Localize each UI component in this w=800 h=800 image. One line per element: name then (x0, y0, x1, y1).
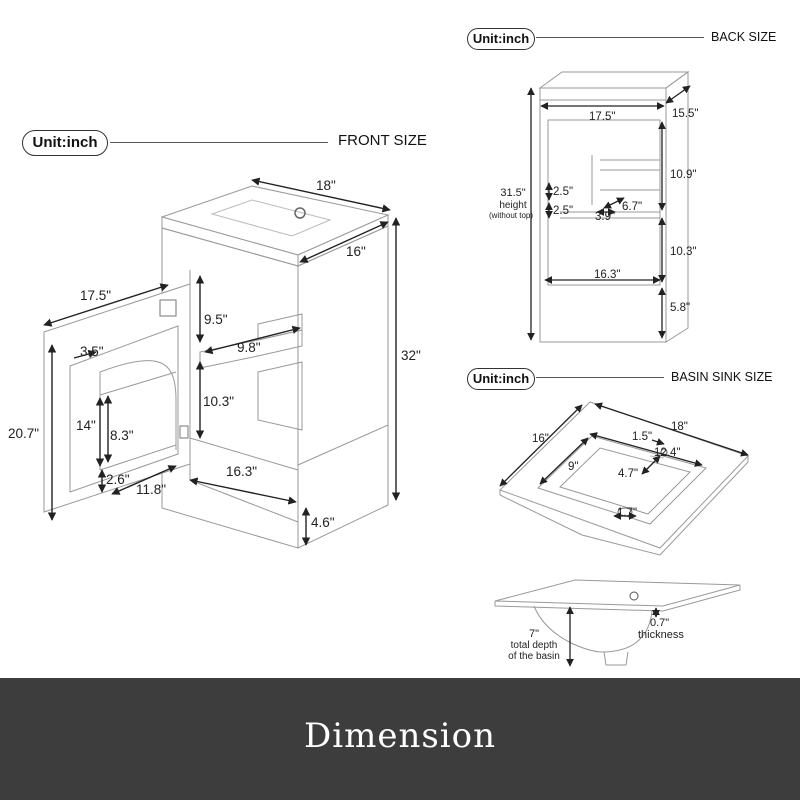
basin-total-depth-value: 7" (529, 628, 539, 640)
basin-top-dimension-lines (499, 402, 749, 520)
back-inner-width: 16.3" (594, 269, 620, 281)
front-inner-width: 16.3" (226, 464, 257, 479)
basin-total-depth-line2: of the basin (508, 651, 560, 662)
banner-title: Dimension (303, 716, 497, 756)
dimension-drawings: 18" 16" 32" 17.5" 20.7" 9.5" 9.8" 10.3" … (8, 71, 749, 667)
back-title: BACK SIZE (711, 30, 777, 44)
front-top-width: 18" (316, 178, 336, 193)
basin-side-drawing (494, 579, 741, 666)
front-lower-open: 10.3" (203, 394, 234, 409)
front-door-inner-height: 14" (76, 418, 96, 433)
basin-top-dimension-labels: 18" 16" 1.5" 12.4" 9" 4.7" 1.7" (532, 421, 688, 519)
basin-rim: 1.5" (632, 431, 652, 443)
front-cabinet-drawing (43, 185, 390, 549)
basin-unit-label: Unit:inch (467, 368, 535, 390)
back-unit-label: Unit:inch (467, 28, 535, 50)
back-base: 5.8" (670, 302, 690, 314)
front-shelf-depth: 9.8" (237, 340, 261, 355)
front-height: 32" (401, 348, 421, 363)
basin-width: 18" (671, 421, 688, 433)
front-dimension-labels: 18" 16" 32" 17.5" 20.7" 9.5" 9.8" 10.3" … (8, 178, 421, 530)
back-upper: 10.9" (670, 169, 696, 181)
back-header-line (536, 37, 704, 38)
back-rail-d: 6.7" (622, 201, 642, 213)
diagram-stage: Unit:inch FRONT SIZE Unit:inch BACK SIZE… (8, 28, 777, 667)
back-rail-a: 2.5" (553, 186, 573, 198)
back-rail-b: 2.5" (553, 205, 573, 217)
back-width: 17.5" (589, 111, 615, 123)
back-depth: 15.5" (672, 108, 698, 120)
back-rail-c: 3.9" (595, 211, 615, 223)
basin-depth: 16" (532, 433, 549, 445)
front-unit-label: Unit:inch (22, 130, 108, 156)
basin-title: BASIN SINK SIZE (671, 370, 773, 384)
front-dimension-lines (43, 177, 401, 546)
front-door-shelf-top: 3.5" (80, 344, 104, 359)
title-banner (0, 678, 800, 800)
basin-bowl-depth: 9" (568, 461, 578, 473)
front-upper-open: 9.5" (204, 312, 228, 327)
back-height-note: (without top) (489, 211, 533, 220)
basin-bowl-width: 12.4" (654, 447, 680, 459)
front-door-shelf-gap: 8.3" (110, 428, 134, 443)
front-header-line (110, 142, 328, 143)
back-dimension-lines (527, 85, 691, 341)
back-lower: 10.3" (670, 246, 696, 258)
back-height-word: height (499, 200, 526, 211)
basin-drain: 1.7" (617, 507, 637, 519)
basin-thickness-value: 0.7" (650, 617, 669, 629)
basin-side-dimension-labels: 0.7" thickness 7" total depth of the bas… (508, 617, 684, 662)
front-title: FRONT SIZE (338, 132, 427, 149)
back-dimension-labels: 17.5" 15.5" 10.9" 10.3" 5.8" 16.3" 31.5"… (489, 108, 698, 314)
basin-side-dimension-lines (566, 606, 660, 667)
front-door-inner-width: 11.8" (136, 482, 166, 497)
front-base: 4.6" (311, 515, 335, 530)
front-door-bottom: 2.6" (106, 472, 130, 487)
front-door-width: 17.5" (80, 288, 111, 303)
basin-header-line (536, 377, 664, 378)
basin-faucet: 4.7" (618, 468, 638, 480)
front-door-height: 20.7" (8, 426, 39, 441)
back-height-value: 31.5" (500, 187, 525, 199)
basin-thickness-word: thickness (638, 629, 684, 641)
front-top-depth: 16" (346, 244, 366, 259)
basin-total-depth-line1: total depth (511, 640, 558, 651)
